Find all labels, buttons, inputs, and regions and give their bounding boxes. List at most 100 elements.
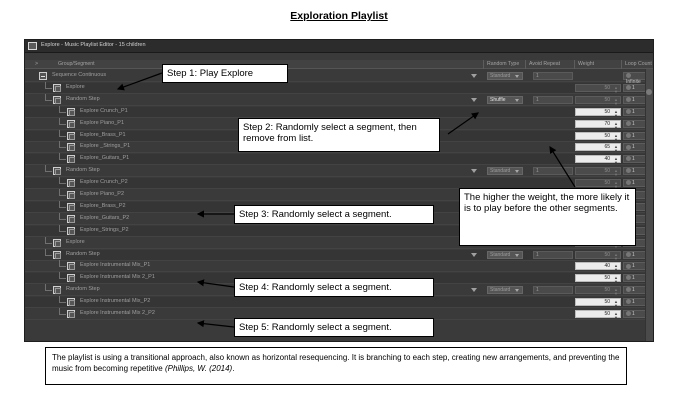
weight-column-header[interactable]: Weight bbox=[578, 61, 595, 67]
spinner-icon[interactable]: ▲▼ bbox=[614, 263, 618, 273]
random-type-select[interactable]: Shuffle bbox=[487, 95, 523, 104]
random-step-icon[interactable] bbox=[53, 286, 61, 295]
random-type-select[interactable]: Standard bbox=[487, 167, 523, 176]
avoid-repeat-field[interactable]: 1 bbox=[533, 250, 573, 259]
spinner-icon[interactable]: ▲▼ bbox=[614, 156, 618, 166]
loop-count-field[interactable]: 1 bbox=[623, 95, 647, 104]
collapse-icon[interactable] bbox=[39, 72, 47, 80]
loop-toggle-icon[interactable] bbox=[626, 144, 631, 150]
weight-field[interactable]: 50▲▼ bbox=[575, 298, 621, 309]
loop-count-field[interactable]: 1 bbox=[623, 119, 647, 128]
chevron-down-icon[interactable] bbox=[471, 74, 477, 78]
table-row[interactable]: Sequence ContinuousStandard1Infinite bbox=[25, 71, 647, 85]
loop-toggle-icon[interactable] bbox=[626, 275, 631, 281]
loop-count-field[interactable]: 1 bbox=[623, 274, 647, 283]
loop-toggle-icon[interactable] bbox=[626, 120, 631, 126]
weight-field[interactable]: 50▲▼ bbox=[575, 131, 621, 142]
weight-field[interactable]: 50▲▼ bbox=[575, 83, 621, 94]
avoid-repeat-field[interactable]: 1 bbox=[533, 286, 573, 295]
loop-count-field[interactable]: 1 bbox=[623, 131, 647, 140]
random-type-select[interactable]: Standard bbox=[487, 72, 523, 80]
chevron-down-icon[interactable] bbox=[471, 288, 477, 293]
random-type-select[interactable]: Standard bbox=[487, 286, 523, 295]
weight-field[interactable]: 40▲▼ bbox=[575, 155, 621, 166]
weight-field[interactable]: 50▲▼ bbox=[575, 179, 621, 190]
loop-toggle-icon[interactable] bbox=[626, 108, 631, 114]
random-step-icon[interactable] bbox=[53, 167, 61, 176]
avoid-repeat-field[interactable]: 1 bbox=[533, 72, 573, 80]
avoid-repeat-field[interactable]: 1 bbox=[533, 167, 573, 176]
loop-count-field[interactable]: 1 bbox=[623, 286, 647, 295]
loop-toggle-icon[interactable] bbox=[626, 96, 631, 102]
weight-field[interactable]: 50▲▼ bbox=[575, 310, 621, 320]
spinner-icon[interactable]: ▲▼ bbox=[614, 287, 618, 297]
weight-field[interactable]: 50▲▼ bbox=[575, 250, 621, 261]
spinner-icon[interactable]: ▲▼ bbox=[614, 144, 618, 154]
weight-field[interactable]: 40▲▼ bbox=[575, 262, 621, 273]
loop-count-field[interactable]: 1 bbox=[623, 143, 647, 152]
loop-toggle-icon[interactable] bbox=[626, 73, 631, 79]
loop-count-field[interactable]: 1 bbox=[623, 298, 647, 307]
window-titlebar[interactable]: Explore - Music Playlist Editor - 15 chi… bbox=[25, 40, 653, 53]
group-segment-column-header[interactable]: Group/Segment bbox=[58, 61, 95, 67]
loop-toggle-icon[interactable] bbox=[626, 311, 631, 317]
loop-count-field[interactable]: 1 bbox=[623, 155, 647, 164]
spinner-icon[interactable]: ▲▼ bbox=[614, 96, 618, 106]
loop-toggle-icon[interactable] bbox=[626, 85, 631, 91]
loop-count-field[interactable]: Infinite bbox=[623, 72, 647, 85]
weight-field[interactable]: 65▲▼ bbox=[575, 143, 621, 154]
loop-count-column-header[interactable]: Loop Count bbox=[625, 61, 652, 67]
scroll-up-icon[interactable] bbox=[646, 89, 652, 95]
avoid-repeat-field[interactable]: 1 bbox=[533, 95, 573, 104]
spinner-icon[interactable]: ▲▼ bbox=[614, 84, 618, 94]
loop-count-field[interactable]: 1 bbox=[623, 107, 647, 116]
random-step-icon[interactable] bbox=[53, 95, 61, 104]
loop-toggle-icon[interactable] bbox=[626, 132, 631, 138]
spinner-icon[interactable]: ▲▼ bbox=[614, 180, 618, 190]
weight-field[interactable]: 50▲▼ bbox=[575, 274, 621, 285]
random-type-select[interactable]: Standard bbox=[487, 250, 523, 259]
vertical-scrollbar[interactable] bbox=[645, 69, 653, 341]
loop-count-field[interactable]: 1 bbox=[623, 250, 647, 259]
avoid-repeat-column-header[interactable]: Avoid Repeat bbox=[529, 61, 561, 67]
chevron-down-icon[interactable] bbox=[471, 169, 477, 174]
spinner-icon[interactable]: ▲▼ bbox=[614, 168, 618, 178]
loop-count-field[interactable]: 1 bbox=[623, 262, 647, 271]
loop-toggle-icon[interactable] bbox=[626, 263, 631, 269]
weight-field[interactable]: 50▲▼ bbox=[575, 286, 621, 297]
chevron-down-icon[interactable] bbox=[471, 252, 477, 257]
chevron-down-icon[interactable] bbox=[471, 97, 477, 102]
loop-toggle-icon[interactable] bbox=[626, 287, 631, 293]
loop-toggle-icon[interactable] bbox=[626, 168, 631, 174]
spinner-icon[interactable]: ▲▼ bbox=[614, 108, 618, 118]
weight-field[interactable]: 50▲▼ bbox=[575, 95, 621, 106]
loop-count-field[interactable]: 1 bbox=[623, 179, 647, 188]
loop-count-field[interactable]: 1 bbox=[623, 167, 647, 176]
loop-count-field[interactable]: 1 bbox=[623, 83, 647, 92]
spinner-icon[interactable]: ▲▼ bbox=[614, 132, 618, 142]
loop-count-field[interactable]: 1 bbox=[623, 310, 647, 318]
expand-column-header[interactable]: > bbox=[35, 61, 39, 67]
spinner-icon[interactable]: ▲▼ bbox=[614, 311, 618, 320]
spinner-icon[interactable]: ▲▼ bbox=[614, 275, 618, 285]
loop-toggle-icon[interactable] bbox=[626, 251, 631, 257]
random-type-column-header[interactable]: Random Type bbox=[487, 61, 520, 67]
spinner-icon[interactable]: ▲▼ bbox=[614, 251, 618, 261]
spinner-icon[interactable]: ▲▼ bbox=[614, 299, 618, 309]
loop-toggle-icon[interactable] bbox=[626, 299, 631, 305]
loop-toggle-icon[interactable] bbox=[626, 180, 631, 186]
weight-field[interactable]: 50▲▼ bbox=[575, 107, 621, 118]
random-step-icon[interactable] bbox=[53, 250, 61, 259]
weight-field[interactable]: 70▲▼ bbox=[575, 119, 621, 129]
loop-toggle-icon[interactable] bbox=[626, 156, 631, 162]
weight-field[interactable]: 50▲▼ bbox=[575, 167, 621, 178]
